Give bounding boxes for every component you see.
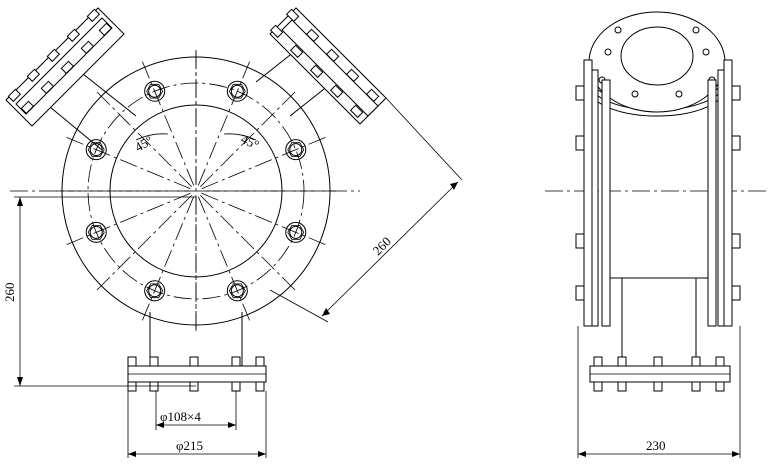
radial-line [95,194,193,292]
branch-bolts-upper-left [7,8,113,115]
side-view: 230 [545,11,768,458]
dimension-230: 230 [577,326,741,458]
radial-line [141,59,195,186]
angle-arc-left [135,133,169,141]
side-plate-bolts [575,85,741,301]
branch-bolts-bottom [127,356,265,392]
angle-label-right: 45° [239,131,262,152]
angle-arc-right [223,133,257,141]
bolt-hole [285,139,307,161]
dimension-215: φ215 [127,391,267,458]
bolt-hole [85,221,107,243]
dimension-bolt-spacing: φ108×4 [155,391,237,430]
radial-line [197,59,251,186]
dim-260-vertical-label: 260 [2,283,17,303]
dimension-260-diagonal: 260 [269,97,463,323]
bolt-hole [144,280,166,302]
bolt-hole [226,280,248,302]
bolt-hole [226,80,248,102]
bolt-hole [144,80,166,102]
bolt-hole [285,221,307,243]
radial-line [199,90,297,188]
radial-lines [54,49,338,333]
flange-bolts [85,80,307,302]
radial-line [64,192,191,246]
dim-bolt-label: φ108×4 [160,409,201,424]
radial-line [201,136,328,190]
radial-line [201,192,328,246]
radial-line [197,196,251,323]
side-plates [583,59,733,358]
radial-line [64,136,191,190]
branch-pipe-upper-right [255,7,387,125]
branch-pipe-bottom [127,312,267,392]
dim-260-diagonal-label: 260 [370,234,394,258]
branch-bolts-upper-right [269,8,380,119]
radial-line [199,194,297,292]
radial-line [95,90,193,188]
dimension-260-vertical: 260 [2,196,196,387]
dim-230-label: 230 [646,438,666,453]
front-view: 45° 45° [2,7,463,458]
radial-line [141,196,195,323]
branch-pipe-upper-left [5,7,137,151]
dim-215-label: φ215 [176,438,203,453]
side-bottom-flange [589,356,731,392]
angle-label-left: 45° [132,133,155,155]
